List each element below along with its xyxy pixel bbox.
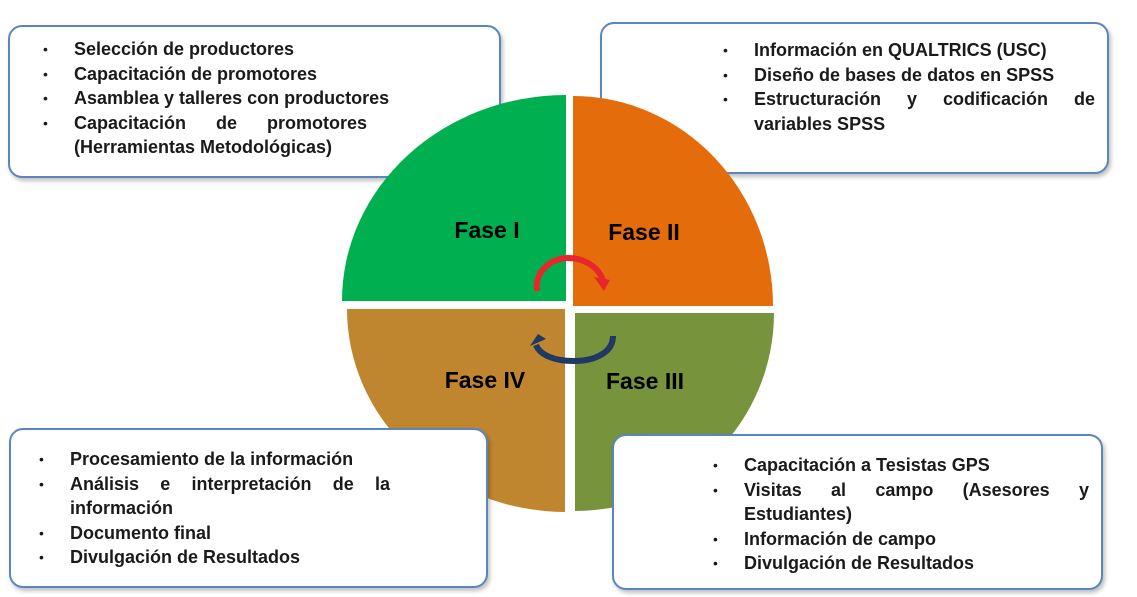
list-item: Visitas al campo (Asesores y Estudiantes… [713,478,1089,527]
navy-cycle-arrow-icon [530,334,616,365]
list-item: Información de campo [713,527,1089,552]
fase4-activities-box: Procesamiento de la información Análisis… [9,428,488,588]
phase-cycle-diagram: Fase I Fase II Fase III Fase IV [342,95,774,512]
fase1-activities-list: Selección de productores Capacitación de… [10,27,499,160]
list-item: Capacitación de promotores (Herramientas… [43,111,487,160]
fase3-label: Fase III [606,368,684,394]
fase2-label: Fase II [608,219,680,245]
fase4-label: Fase IV [445,367,526,393]
list-item: Selección de productores [43,37,487,62]
fase4-activities-list: Procesamiento de la información Análisis… [11,430,486,570]
list-item: Divulgación de Resultados [713,551,1089,576]
fase2-activities-list: Información en QUALTRICS (USC) Diseño de… [602,24,1107,136]
list-item: Asamblea y talleres con productores [43,86,487,111]
list-item: Documento final [39,521,390,546]
list-item: Análisis e interpretación de la informac… [39,472,390,521]
fase1-quadrant [342,95,566,301]
fase4-quadrant [346,309,565,512]
list-item: Diseño de bases de datos en SPSS [723,63,1095,88]
fase2-quadrant [573,96,773,306]
list-item: Estructuración y codificación de variabl… [723,87,1095,136]
red-cycle-arrow-icon [533,254,610,292]
fase3-activities-box: Capacitación a Tesistas GPS Visitas al c… [612,434,1103,590]
list-item: Capacitación de promotores [43,62,487,87]
list-item: Procesamiento de la información [39,447,482,472]
list-item: Información en QUALTRICS (USC) [723,38,1095,63]
fase1-label: Fase I [454,217,519,243]
fase1-activities-box: Selección de productores Capacitación de… [8,25,501,178]
list-item: Divulgación de Resultados [39,545,390,570]
fase3-activities-list: Capacitación a Tesistas GPS Visitas al c… [614,436,1101,576]
list-item: Capacitación a Tesistas GPS [713,453,1089,478]
